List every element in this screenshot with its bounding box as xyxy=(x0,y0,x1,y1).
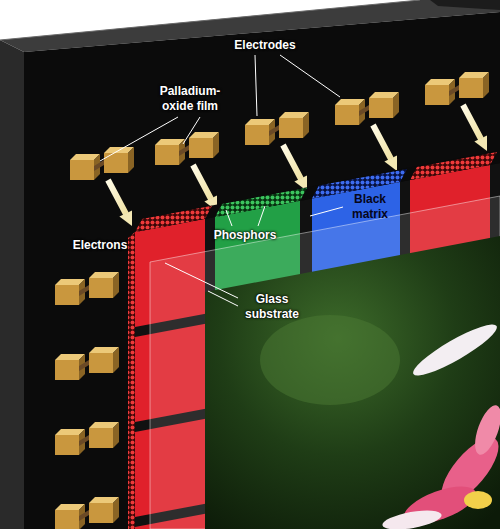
part-label: Black matrix xyxy=(342,192,398,222)
part-label: Glass substrate xyxy=(237,292,307,322)
screen-photo xyxy=(205,236,500,529)
phosphor-plate xyxy=(128,150,500,529)
electrode-column xyxy=(55,272,119,529)
housing-front xyxy=(24,12,500,529)
part-label: Phosphors xyxy=(205,228,285,243)
housing-back xyxy=(430,0,500,10)
part-label: Palladium-oxide film xyxy=(154,84,226,114)
leader-lines xyxy=(100,55,343,306)
housing-edge xyxy=(0,0,420,40)
housing-side xyxy=(0,40,24,529)
part-label: Electrons xyxy=(60,238,140,253)
part-label: Electrodes xyxy=(220,38,310,53)
